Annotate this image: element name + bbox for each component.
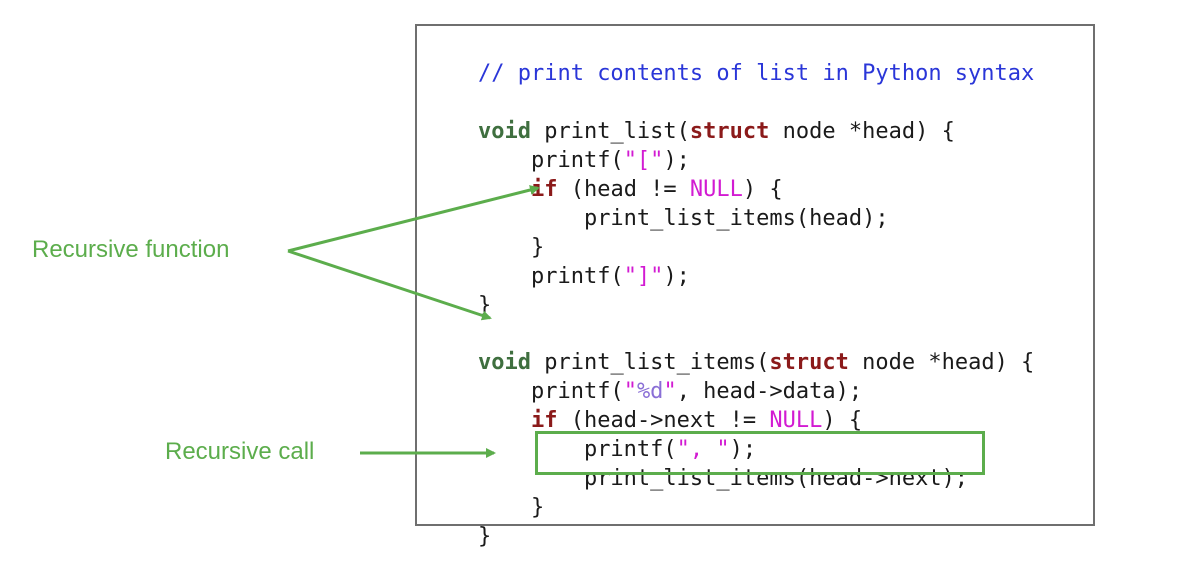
close-brace: } [477, 524, 492, 549]
call-print-list-items: print_list_items(head); [477, 206, 889, 231]
recursive-call-highlight-box [535, 431, 985, 475]
args: , head->data); [676, 379, 863, 404]
kw-struct: struct [769, 350, 849, 375]
arrow-to-print-list-items-def [287, 249, 492, 321]
recursive-function-label: Recursive function [32, 236, 230, 263]
string-literal: "[" [623, 148, 664, 173]
code-line-printf-data: printf("%d", head->data); [425, 348, 862, 435]
code-line-printf-comma: printf(", "); [425, 406, 756, 493]
condition: (head->next != [557, 408, 770, 433]
code-line-if-next: if (head->next != NULL) { [425, 377, 862, 464]
code-line-recursive-call: print_list_items(head->next); [425, 435, 968, 522]
type-void: void [477, 350, 531, 375]
printf-call: printf( [477, 379, 624, 404]
code-panel: // print contents of list in Python synt… [415, 24, 1095, 549]
string-literal: ", " [676, 437, 730, 462]
comment-text: // print contents of list in Python synt… [477, 61, 1035, 86]
code-line-print-list-signature: void print_list(struct node *head) { [425, 88, 955, 175]
param-head: node *head) { [769, 119, 955, 144]
type-void: void [477, 119, 531, 144]
punct: ); [663, 148, 690, 173]
code-line-printf-close: printf("]"); [425, 233, 690, 320]
close-brace: } [477, 235, 545, 260]
punct: ); [663, 264, 690, 289]
code-line-if-head: if (head != NULL) { [425, 146, 783, 233]
recursive-call-label: Recursive call [165, 438, 315, 465]
printf-call: printf( [477, 148, 624, 173]
condition: (head != [557, 177, 690, 202]
printf-call: printf( [477, 264, 624, 289]
string-quote: " [623, 379, 637, 404]
func-name-print-list-items: print_list_items( [530, 350, 770, 375]
code-line-close-if: } [425, 464, 544, 551]
kw-if: if [530, 408, 558, 433]
code-line-printf-open: printf("["); [425, 117, 690, 204]
code-line-call-items: print_list_items(head); [425, 175, 889, 262]
punct: ) { [742, 177, 783, 202]
null-constant: NULL [769, 408, 823, 433]
code-line-print-list-items-signature: void print_list_items(struct node *head)… [425, 319, 1034, 406]
arrow-to-print-list-items-call [287, 185, 540, 253]
code-line-close-func: } [425, 493, 491, 580]
null-constant: NULL [689, 177, 743, 202]
string-literal: "]" [623, 264, 664, 289]
close-brace: } [477, 495, 545, 520]
format-specifier: %d [636, 379, 664, 404]
code-comment: // print contents of list in Python synt… [425, 30, 1034, 117]
param-head: node *head) { [848, 350, 1035, 375]
printf-call: printf( [477, 437, 677, 462]
punct: ) { [822, 408, 863, 433]
recursive-call-statement: print_list_items(head->next); [477, 466, 969, 491]
func-name-print-list: print_list( [530, 119, 690, 144]
kw-struct: struct [689, 119, 770, 144]
string-quote: " [663, 379, 677, 404]
punct: ); [729, 437, 757, 462]
code-line-close-if: } [425, 204, 544, 291]
